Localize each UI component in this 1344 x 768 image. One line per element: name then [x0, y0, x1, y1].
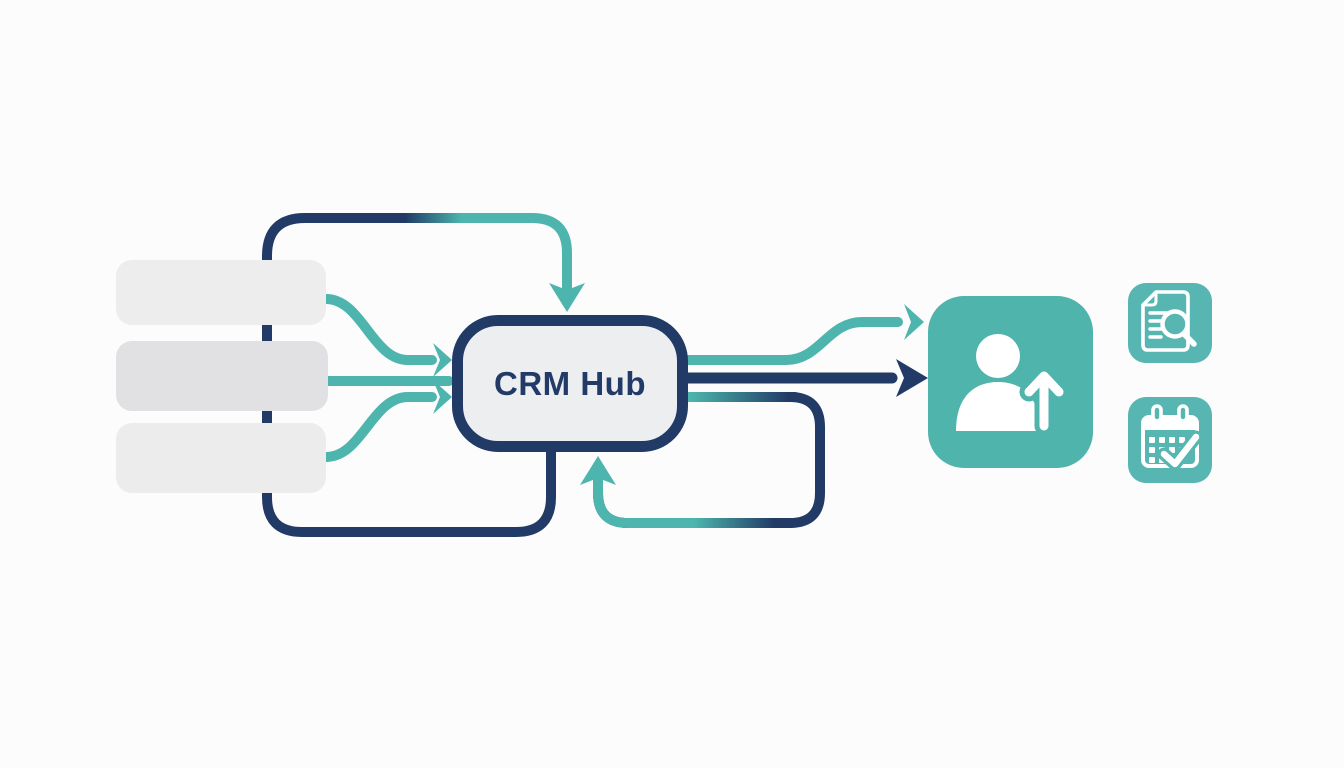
document-search-card: [1128, 283, 1212, 363]
arrowhead-input-1: [433, 343, 452, 377]
arrowhead-into-hub-top: [549, 283, 585, 312]
edge-output-teal-s-curve: [682, 317, 903, 365]
arrowhead-into-hub-bottom: [580, 456, 616, 485]
person-upload-icon: [956, 334, 1069, 436]
arrowhead-output-navy: [896, 359, 928, 397]
edge-input-1: [321, 294, 437, 365]
edge-left-loop-teal-segment: [403, 213, 572, 297]
input-box-2: [116, 341, 328, 411]
input-box-1: [116, 260, 326, 325]
arrowhead-output-teal: [904, 304, 924, 340]
arrowhead-input-3: [433, 380, 452, 414]
input-box-3: [116, 423, 326, 493]
crm-hub-node: CRM Hub: [452, 315, 688, 452]
edge-left-loop-navy: [262, 213, 556, 537]
calendar-check-icon: [1141, 404, 1203, 471]
edge-right-loop-bottom-blend: [593, 473, 775, 528]
edge-input-3: [321, 392, 437, 462]
contact-upload-card: [928, 296, 1093, 468]
calendar-check-card: [1128, 397, 1212, 483]
crm-hub-label: CRM Hub: [494, 364, 646, 402]
document-search-icon: [1141, 290, 1197, 352]
